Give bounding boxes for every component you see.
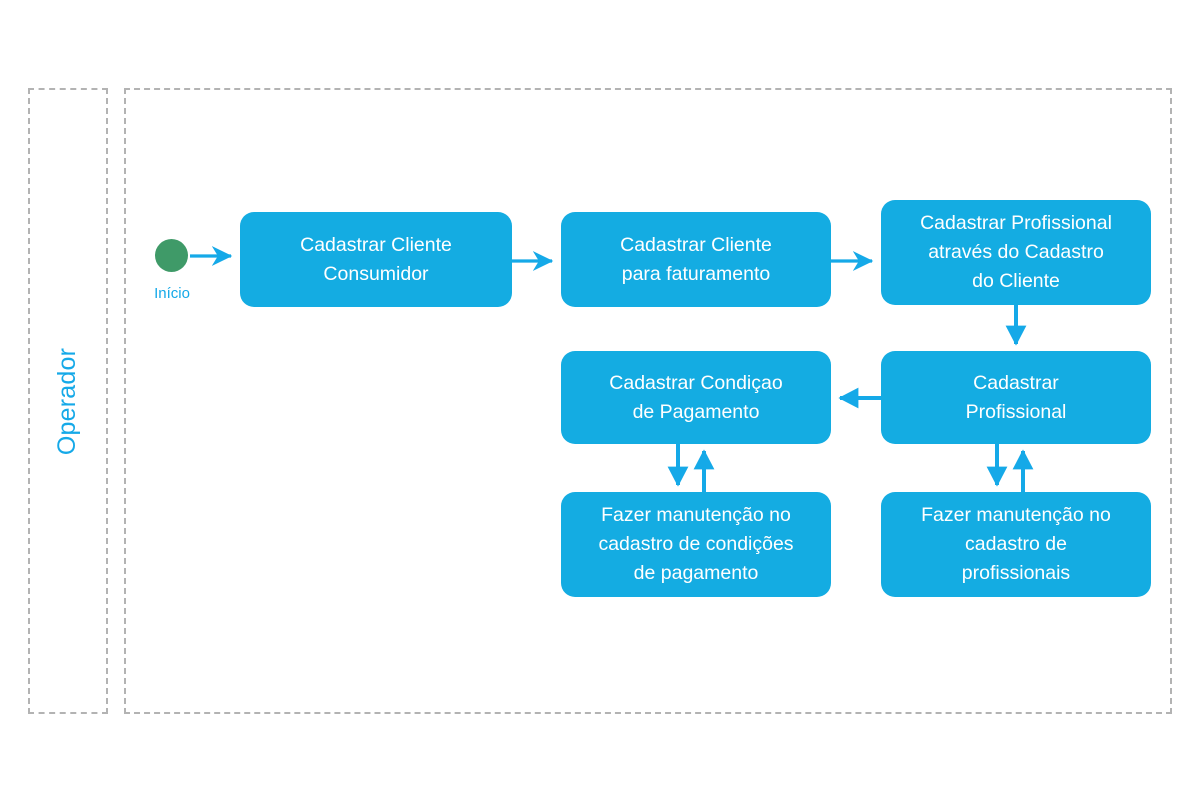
task-cadastrar-cliente-consumidor[interactable]: Cadastrar Cliente Consumidor [240, 212, 512, 307]
start-node-label: Início [154, 285, 190, 302]
start-node-circle[interactable] [155, 239, 188, 272]
task-cadastrar-profissional[interactable]: Cadastrar Profissional [881, 351, 1151, 444]
pool-frame [124, 88, 1172, 714]
task-cadastrar-profissional-atraves-cadastro-cliente[interactable]: Cadastrar Profissional através do Cadast… [881, 200, 1151, 305]
task-cadastrar-condicao-pagamento[interactable]: Cadastrar Condiçao de Pagamento [561, 351, 831, 444]
task-manutencao-cadastro-condicoes-pagamento[interactable]: Fazer manutenção no cadastro de condiçõe… [561, 492, 831, 597]
task-cadastrar-cliente-faturamento[interactable]: Cadastrar Cliente para faturamento [561, 212, 831, 307]
lane-header-frame [28, 88, 108, 714]
task-manutencao-cadastro-profissionais[interactable]: Fazer manutenção no cadastro de profissi… [881, 492, 1151, 597]
